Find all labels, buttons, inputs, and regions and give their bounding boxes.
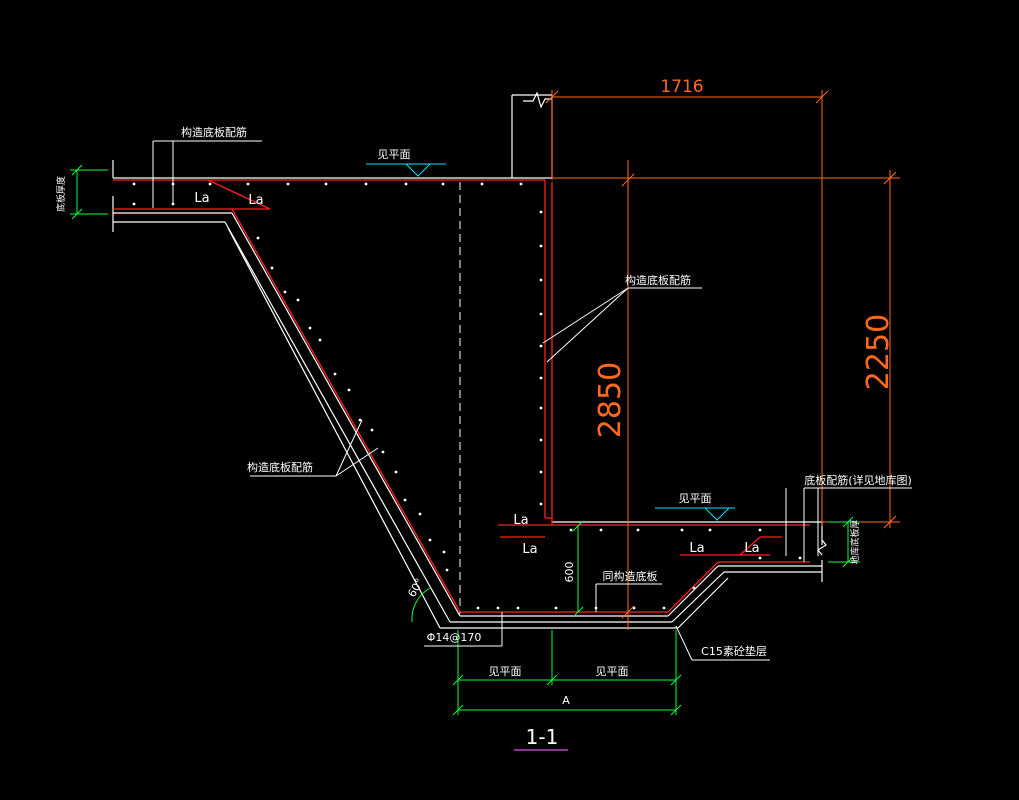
la-label-2: La [248,193,263,208]
dimension-lines-green [70,164,860,716]
rebar-lines [113,179,810,613]
label-same-as-floor: 同构造底板 [603,569,658,583]
la-label-1: La [194,191,209,206]
dim-a: A [562,694,570,707]
label-construct-slope: 构造底板配筋 [247,460,313,474]
angle-arc [411,587,431,623]
section-title: 1-1 [526,725,559,749]
dim-600: 600 [563,562,576,583]
la-label-6: La [744,541,759,556]
level-marker-right [655,507,735,521]
level-label-right: 见平面 [679,492,712,505]
label-construct-right: 构造底板配筋 [625,273,691,287]
label-see-plan-bottom-left: 见平面 [489,665,522,678]
dim-slab-thickness-right: 地库底板厚 [849,519,861,564]
label-construct-top: 构造底板配筋 [181,125,247,139]
dim-1716: 1716 [660,77,703,97]
rebar-dots [132,182,802,610]
concrete-outline [112,91,827,629]
la-label-5: La [689,541,704,556]
la-label-3: La [513,513,528,528]
label-cushion: C15素砼垫层 [701,644,767,658]
level-marker-top [366,163,446,177]
label-see-plan-bottom-right: 见平面 [596,665,629,678]
dim-slab-thickness-left: 底板厚度 [55,176,67,212]
label-rebar-spec: Φ14@170 [427,631,482,644]
dim-2250: 2250 [861,314,896,390]
level-label-top: 见平面 [378,148,411,161]
dimension-lines-orange [545,90,900,630]
label-floor-rebar: 底板配筋(详见地库图) [804,473,912,487]
la-label-4: La [522,542,537,557]
dim-2850: 2850 [593,362,628,438]
leader-lines [152,140,912,661]
